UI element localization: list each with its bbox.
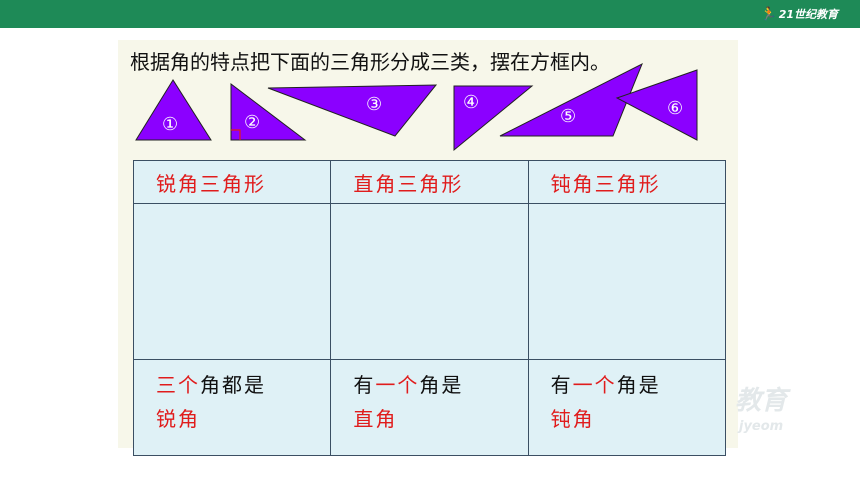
header-right-label: 直角三角形 bbox=[353, 171, 464, 196]
header-cell-acute: 锐角三角形 bbox=[132, 160, 332, 204]
definition-acute: 三个角都是 锐角 bbox=[132, 359, 332, 456]
triangle-2[interactable] bbox=[230, 82, 307, 141]
runner-icon: 🏃 bbox=[760, 6, 777, 22]
drop-zone-row bbox=[132, 203, 727, 360]
drop-zone-acute[interactable] bbox=[132, 203, 332, 360]
definition-right-red2: 直角 bbox=[353, 407, 398, 431]
definition-obtuse-red2: 钝角 bbox=[550, 407, 595, 431]
triangle-1[interactable] bbox=[135, 79, 212, 141]
brand-logo: 🏃 21世纪教育 bbox=[761, 5, 839, 23]
triangle-5-label: ⑤ bbox=[560, 106, 576, 127]
right-angle-mark bbox=[231, 129, 241, 140]
triangle-1-label: ① bbox=[162, 114, 178, 135]
header-cell-right: 直角三角形 bbox=[330, 160, 529, 204]
table-header-row: 锐角三角形 直角三角形 钝角三角形 bbox=[132, 160, 727, 204]
drop-zone-obtuse[interactable] bbox=[527, 203, 727, 360]
header-cell-obtuse: 钝角三角形 bbox=[527, 160, 727, 204]
definition-acute-red2: 锐角 bbox=[156, 407, 200, 431]
definition-acute-red1: 三个 bbox=[156, 373, 200, 397]
triangle-6-label: ⑥ bbox=[667, 98, 683, 119]
definition-right-black0: 有 bbox=[353, 373, 376, 397]
definition-obtuse-red1: 一个 bbox=[572, 373, 617, 397]
triangle-6[interactable] bbox=[615, 69, 698, 141]
logo-text: 21世纪教育 bbox=[778, 8, 838, 21]
definition-acute-black1: 角都是 bbox=[200, 373, 266, 397]
definition-right-red1: 一个 bbox=[375, 373, 420, 397]
drop-zone-right[interactable] bbox=[330, 203, 529, 360]
watermark-line1: 教育 bbox=[735, 386, 788, 416]
definition-right-black1: 角是 bbox=[419, 373, 464, 397]
triangle-4-label: ④ bbox=[463, 92, 479, 113]
header-acute-label: 锐角三角形 bbox=[156, 171, 266, 196]
triangle-2-label: ② bbox=[244, 112, 260, 133]
top-bar: 🏃 21世纪教育 bbox=[0, 0, 860, 28]
classification-table: 锐角三角形 直角三角形 钝角三角形 三个角都是 锐角 有一个角是 直角 有一个角… bbox=[132, 160, 727, 456]
triangle-4[interactable] bbox=[453, 85, 534, 152]
definition-right: 有一个角是 直角 bbox=[330, 359, 529, 456]
definition-obtuse: 有一个角是 钝角 bbox=[527, 359, 727, 456]
watermark: 教育 jyeom bbox=[735, 388, 825, 438]
watermark-line2: jyeom bbox=[739, 419, 784, 434]
header-obtuse-label: 钝角三角形 bbox=[550, 171, 661, 196]
triangle-3-label: ③ bbox=[366, 94, 382, 115]
instruction-text: 根据角的特点把下面的三角形分成三类，摆在方框内。 bbox=[130, 50, 610, 74]
definition-obtuse-black1: 角是 bbox=[616, 373, 661, 397]
triangle-3[interactable] bbox=[267, 84, 438, 137]
definition-row: 三个角都是 锐角 有一个角是 直角 有一个角是 钝角 bbox=[132, 359, 727, 456]
definition-obtuse-black0: 有 bbox=[550, 373, 573, 397]
